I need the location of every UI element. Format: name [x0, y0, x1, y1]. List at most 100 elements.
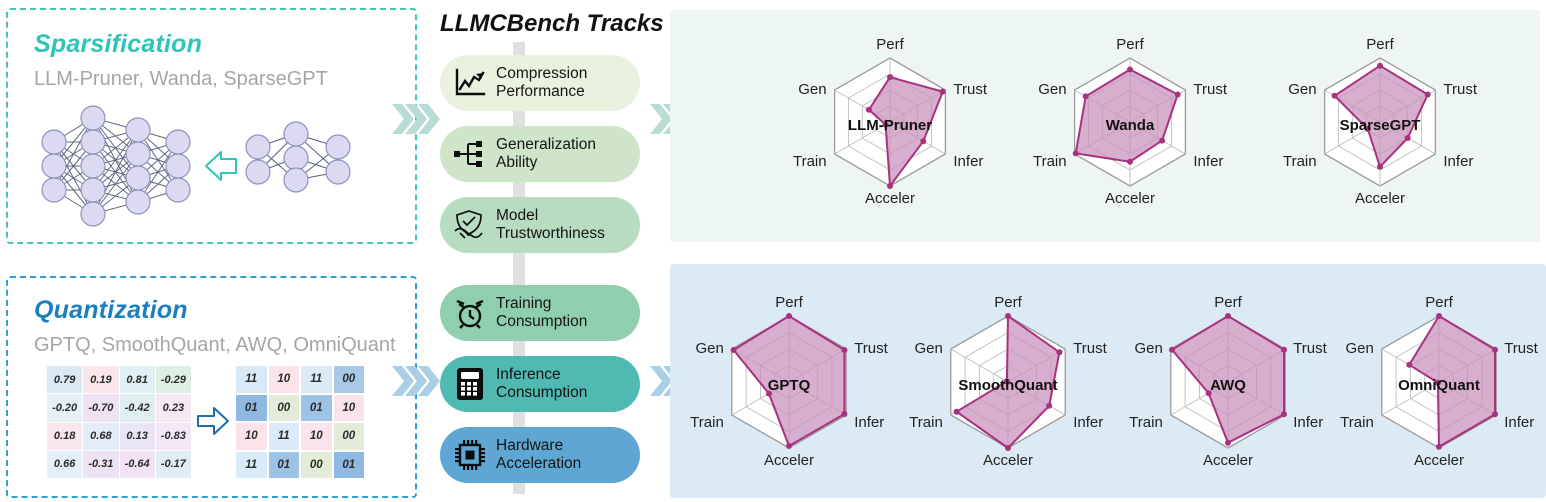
track-label: Training Consumption: [492, 295, 587, 332]
track-label-line2: Trustworthiness: [496, 225, 605, 242]
matrix-cell: -0.20: [47, 394, 83, 422]
radar-data-point: [1434, 379, 1441, 386]
radar-method-name: OmniQuant: [1398, 377, 1480, 394]
radar-data-point: [1127, 158, 1133, 165]
matrix-cell: 01: [301, 394, 332, 421]
radar-method-name: GPTQ: [767, 377, 811, 394]
tree-nodes-icon: [448, 134, 492, 174]
radar-data-point: [730, 347, 737, 353]
radar-axis-label: Trust: [854, 340, 888, 357]
neural-network-diagram: [41, 105, 351, 227]
quantize-arrow-icon: [197, 407, 229, 435]
radar-axis-label: Infer: [1443, 153, 1473, 170]
radar-data-point: [953, 408, 960, 415]
radar-axis-label: Train: [1283, 153, 1317, 170]
radar-axis-label: Perf: [775, 294, 803, 311]
radar-axis-label: Train: [1340, 414, 1374, 431]
radar-data-point: [786, 443, 792, 449]
matrix-cell: 00: [301, 451, 332, 478]
radar-data-point: [1056, 349, 1063, 356]
track-item-compression-performance[interactable]: Compression Performance: [440, 55, 640, 111]
radar-axis-label: Perf: [994, 294, 1022, 311]
radar-axis-label: Gen: [1038, 81, 1066, 98]
sparsification-methods: LLM-Pruner, Wanda, SparseGPT: [34, 68, 328, 90]
track-item-inference-consumption[interactable]: Inference Consumption: [440, 356, 640, 412]
radar-method-name: SparseGPT: [1339, 117, 1421, 134]
matrix-cell: -0.17: [155, 450, 191, 478]
radar-data-point: [1225, 313, 1231, 319]
radar-data-point: [1492, 346, 1498, 353]
matrix-cell: 0.18: [47, 422, 83, 450]
radar-data-point: [1159, 137, 1166, 144]
sparsification-title: Sparsification: [34, 30, 203, 58]
radar-axis-label: Acceler: [1203, 452, 1253, 469]
radar-data-point: [1046, 402, 1053, 409]
radar-axis-label: Infer: [1073, 414, 1103, 431]
matrix-cell: 00: [268, 394, 299, 421]
track-item-hardware-acceleration[interactable]: Hardware Acceleration: [440, 427, 640, 483]
radar-axis-label: Trust: [1443, 81, 1477, 98]
radar-data-point: [1406, 361, 1413, 368]
transform-arrow-icon: [205, 151, 237, 181]
track-item-training-consumption[interactable]: Training Consumption: [440, 285, 640, 341]
radar-axis-label: Perf: [1214, 294, 1242, 311]
matrix-cell: -0.70: [83, 394, 119, 422]
track-label: Generalization Ability: [492, 136, 596, 173]
radar-axis-label: Perf: [1366, 36, 1394, 53]
radar-data-point: [841, 347, 848, 353]
track-label: Model Trustworthiness: [492, 207, 605, 244]
radar-axis-label: Train: [1129, 414, 1163, 431]
radar-data-point: [1174, 91, 1181, 98]
radar-data-point: [939, 88, 946, 95]
matrix-cell: -0.31: [83, 450, 119, 478]
quantization-title: Quantization: [34, 296, 188, 324]
radar-axis-spoke: [1381, 381, 1440, 416]
radar-data-point: [1424, 91, 1431, 98]
radar-axis-label: Perf: [876, 36, 904, 53]
radar-data-point: [1436, 313, 1442, 319]
matrix-cell: 10: [301, 423, 332, 450]
radar-axis-label: Trust: [953, 81, 987, 98]
track-item-generalization-ability[interactable]: Generalization Ability: [440, 126, 640, 182]
radar-data-point: [1205, 390, 1212, 397]
radar-method-name: AWQ: [1210, 377, 1246, 394]
radar-axis-label: Gen: [1288, 81, 1316, 98]
radar-data-point: [1005, 313, 1011, 319]
matrix-cell: 0.19: [83, 366, 119, 394]
track-label: Compression Performance: [492, 65, 587, 102]
track-label-line2: Consumption: [496, 384, 588, 401]
track-label-line1: Training: [496, 294, 552, 312]
radar-data-point: [1364, 126, 1371, 132]
radar-data-point: [887, 183, 893, 189]
matrix-cell: 11: [236, 366, 267, 393]
matrix-cell: 0.68: [83, 422, 119, 450]
matrix-cell: 10: [268, 366, 299, 393]
radar-axis-label: Trust: [1073, 340, 1107, 357]
matrix-cell: 0.81: [119, 366, 155, 394]
radar-data-point: [1331, 92, 1338, 99]
radar-data-point: [1281, 346, 1287, 353]
matrix-cell: 11: [268, 423, 299, 450]
radar-data-point: [1492, 411, 1498, 418]
radar-axis-label: Gen: [695, 340, 723, 357]
flow-chevron-sparsification-to-tracks: [392, 100, 440, 138]
matrix-cell: -0.83: [155, 422, 191, 450]
quantization-methods: GPTQ, SmoothQuant, AWQ, OmniQuant: [34, 334, 396, 356]
matrix-cell: 0.79: [47, 366, 83, 394]
radar-data-point: [1169, 346, 1175, 353]
track-label-line2: Acceleration: [496, 455, 582, 472]
radar-data-point: [1005, 445, 1011, 451]
track-label-line1: Model: [496, 206, 539, 224]
matrix-cell: 11: [236, 451, 267, 478]
track-item-model-trustworthiness[interactable]: Model Trustworthiness: [440, 197, 640, 253]
tracks-heading: LLMCBench Tracks: [440, 10, 664, 37]
radar-method-name: LLM-Pruner: [847, 117, 933, 134]
matrix-cell: 00: [333, 423, 364, 450]
radar-data-point: [1436, 443, 1442, 450]
